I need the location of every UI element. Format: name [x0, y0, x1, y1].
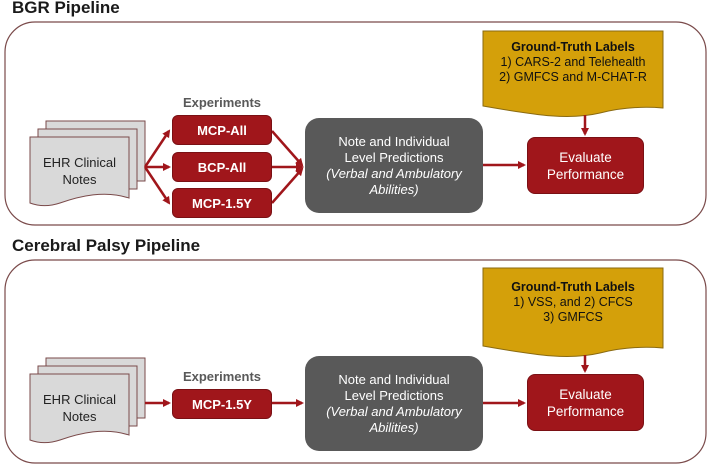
bgr-ground-truth-title: Ground-Truth Labels — [511, 40, 635, 54]
bgr-predictions-box: Note and Individual Level Predictions (V… — [305, 118, 483, 213]
bgr-pipeline-title: BGR Pipeline — [12, 0, 120, 17]
experiment-bcp-all: BCP-All — [172, 152, 272, 182]
bgr-predictions-line4: Abilities) — [369, 181, 419, 197]
cp-source-line2: Notes — [62, 409, 97, 424]
bgr-ground-truth-line1: 1) CARS-2 and Telehealth — [500, 55, 646, 69]
cp-experiments-title: Experiments — [182, 369, 262, 384]
bgr-evaluate-line2: Performance — [546, 166, 625, 182]
bgr-source-label: EHR Clinical Notes — [30, 154, 129, 188]
cp-predictions-line4: Abilities) — [369, 419, 419, 435]
bgr-predictions-line3: (Verbal and Ambulatory — [326, 165, 462, 181]
cp-source-label: EHR Clinical Notes — [30, 391, 129, 425]
experiment-mcp-all: MCP-All — [172, 115, 272, 145]
bgr-ground-truth-doc-icon — [482, 30, 664, 118]
bgr-predictions-line2: Level Predictions — [344, 149, 444, 165]
cp-document-stack-icon — [29, 357, 146, 444]
bgr-source-line1: EHR Clinical — [43, 155, 116, 170]
cp-predictions-line1: Note and Individual — [338, 371, 450, 387]
cp-evaluate-line1: Evaluate — [559, 386, 612, 402]
bgr-ground-truth-label: Ground-Truth Labels 1) CARS-2 and Telehe… — [483, 40, 663, 85]
bgr-experiments-title: Experiments — [182, 95, 262, 110]
cp-experiment-mcp-15y: MCP-1.5Y — [172, 389, 272, 419]
bgr-predictions-line1: Note and Individual — [338, 133, 450, 149]
cp-source-line1: EHR Clinical — [43, 392, 116, 407]
cp-ground-truth-doc-icon — [482, 267, 664, 358]
bgr-evaluate-line1: Evaluate — [559, 149, 612, 165]
bgr-source-line2: Notes — [62, 172, 97, 187]
arrow-mcp-all-to-predictions — [271, 130, 304, 167]
bgr-pipeline-frame — [4, 21, 707, 226]
cp-pipeline-title: Cerebral Palsy Pipeline — [12, 236, 201, 255]
cp-ground-truth-line1: 1) VSS, and 2) CFCS — [513, 295, 633, 309]
bgr-ground-truth-line2: 2) GMFCS and M-CHAT-R — [499, 70, 647, 84]
cp-predictions-line2: Level Predictions — [344, 387, 444, 403]
cp-pipeline-frame — [4, 259, 707, 464]
arrow-mcp-15y-to-predictions — [271, 167, 304, 204]
cp-ground-truth-line2: 3) GMFCS — [543, 310, 603, 324]
experiment-mcp-15y: MCP-1.5Y — [172, 188, 272, 218]
arrow-docs-to-mcp-15y — [143, 166, 171, 205]
cp-evaluate-line2: Performance — [546, 403, 625, 419]
cp-predictions-line3: (Verbal and Ambulatory — [326, 403, 462, 419]
cp-ground-truth-title: Ground-Truth Labels — [511, 280, 635, 294]
arrow-docs-to-mcp-all — [143, 129, 171, 168]
cp-predictions-box: Note and Individual Level Predictions (V… — [305, 356, 483, 451]
bgr-evaluate-box: Evaluate Performance — [527, 137, 644, 194]
cp-ground-truth-label: Ground-Truth Labels 1) VSS, and 2) CFCS … — [483, 280, 663, 325]
bgr-document-stack-icon — [29, 120, 146, 207]
cp-evaluate-box: Evaluate Performance — [527, 374, 644, 431]
